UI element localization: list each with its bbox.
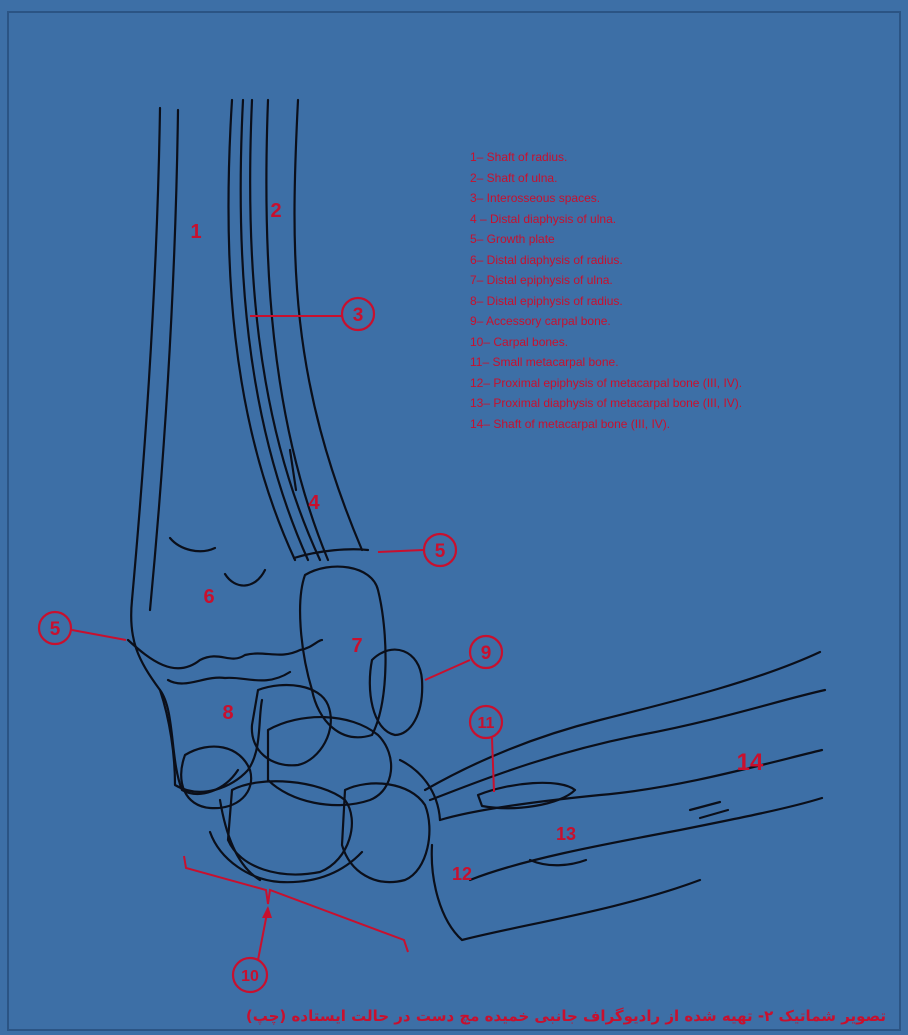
legend-item: 12– Proximal epiphysis of metacarpal bon…: [470, 373, 870, 394]
label-13: 13: [556, 824, 576, 844]
label-6: 6: [203, 586, 214, 608]
callout-number-5-left: 5: [50, 619, 61, 640]
callout-lines: [72, 316, 494, 960]
metacarpal-proximal-outline: [432, 845, 700, 940]
legend-item: 13– Proximal diaphysis of metacarpal bon…: [470, 393, 870, 414]
label-12: 12: [452, 864, 472, 884]
radius-epiphysis: [160, 690, 262, 792]
legend-item: 3– Interosseous spaces.: [470, 188, 870, 209]
callout-number-10: 10: [241, 968, 259, 985]
metacarpal-diaphysis-arc: [530, 860, 586, 865]
callout-line-5-right: [378, 550, 423, 552]
label-4: 4: [308, 492, 320, 514]
ulna-epiphysis: [300, 567, 385, 738]
callout-line-11: [492, 738, 494, 792]
callout-number-9: 9: [481, 643, 492, 664]
legend-item: 7– Distal epiphysis of ulna.: [470, 270, 870, 291]
radius-growth-plate: [128, 640, 322, 668]
legend-item: 4 – Distal diaphysis of ulna.: [470, 209, 870, 230]
legend-item: 10– Carpal bones.: [470, 332, 870, 353]
legend-item: 6– Distal diaphysis of radius.: [470, 250, 870, 271]
metacarpal-palmar: [440, 750, 822, 820]
radius-outline-inner: [150, 110, 178, 610]
callout-number-11: 11: [478, 715, 495, 732]
ulna-line-3: [250, 100, 320, 560]
legend-item: 5– Growth plate: [470, 229, 870, 250]
callout-number-5-right: 5: [435, 541, 446, 562]
legend-item: 9– Accessory carpal bone.: [470, 311, 870, 332]
radius-diaphysis-arc: [170, 538, 215, 551]
metacarpal-palmar-inner: [470, 798, 822, 880]
radius-distal-outline: [131, 600, 238, 794]
label-1: 1: [190, 221, 201, 243]
radius-outline-left: [132, 108, 160, 600]
callout-arrow-10: [262, 906, 272, 918]
ulna-line-1: [228, 100, 295, 560]
callout-line-9: [425, 660, 470, 680]
label-2: 2: [270, 200, 281, 222]
legend-item: 11– Small metacarpal bone.: [470, 352, 870, 373]
label-14: 14: [737, 749, 764, 776]
legend: 1– Shaft of radius.2– Shaft of ulna.3– I…: [470, 147, 870, 434]
carpal-bone-a: [252, 685, 331, 765]
accessory-carpal-bone: [370, 650, 422, 735]
callout-line-5-left: [72, 630, 126, 640]
label-7: 7: [351, 635, 362, 657]
carpal-bone-e: [342, 783, 429, 882]
ulna-line-4: [266, 100, 328, 560]
legend-item: 2– Shaft of ulna.: [470, 168, 870, 189]
legend-item: 14– Shaft of metacarpal bone (III, IV).: [470, 414, 870, 435]
carpal-brace: [184, 856, 408, 952]
callout-number-3: 3: [353, 305, 364, 326]
metacarpal-mark-2: [700, 810, 728, 818]
callout-numbers: 3 5 5 9 11 10: [50, 305, 495, 985]
legend-item: 8– Distal epiphysis of radius.: [470, 291, 870, 312]
radius-diaphysis-arc-2: [225, 570, 265, 586]
radius-growth-plate-2: [168, 672, 290, 683]
label-8: 8: [222, 702, 233, 724]
legend-item: 1– Shaft of radius.: [470, 147, 870, 168]
figure-caption: تصویر شماتیک ۲- تهیه شده از رادیوگراف جا…: [246, 1007, 886, 1025]
metacarpal-mark-1: [690, 802, 720, 810]
